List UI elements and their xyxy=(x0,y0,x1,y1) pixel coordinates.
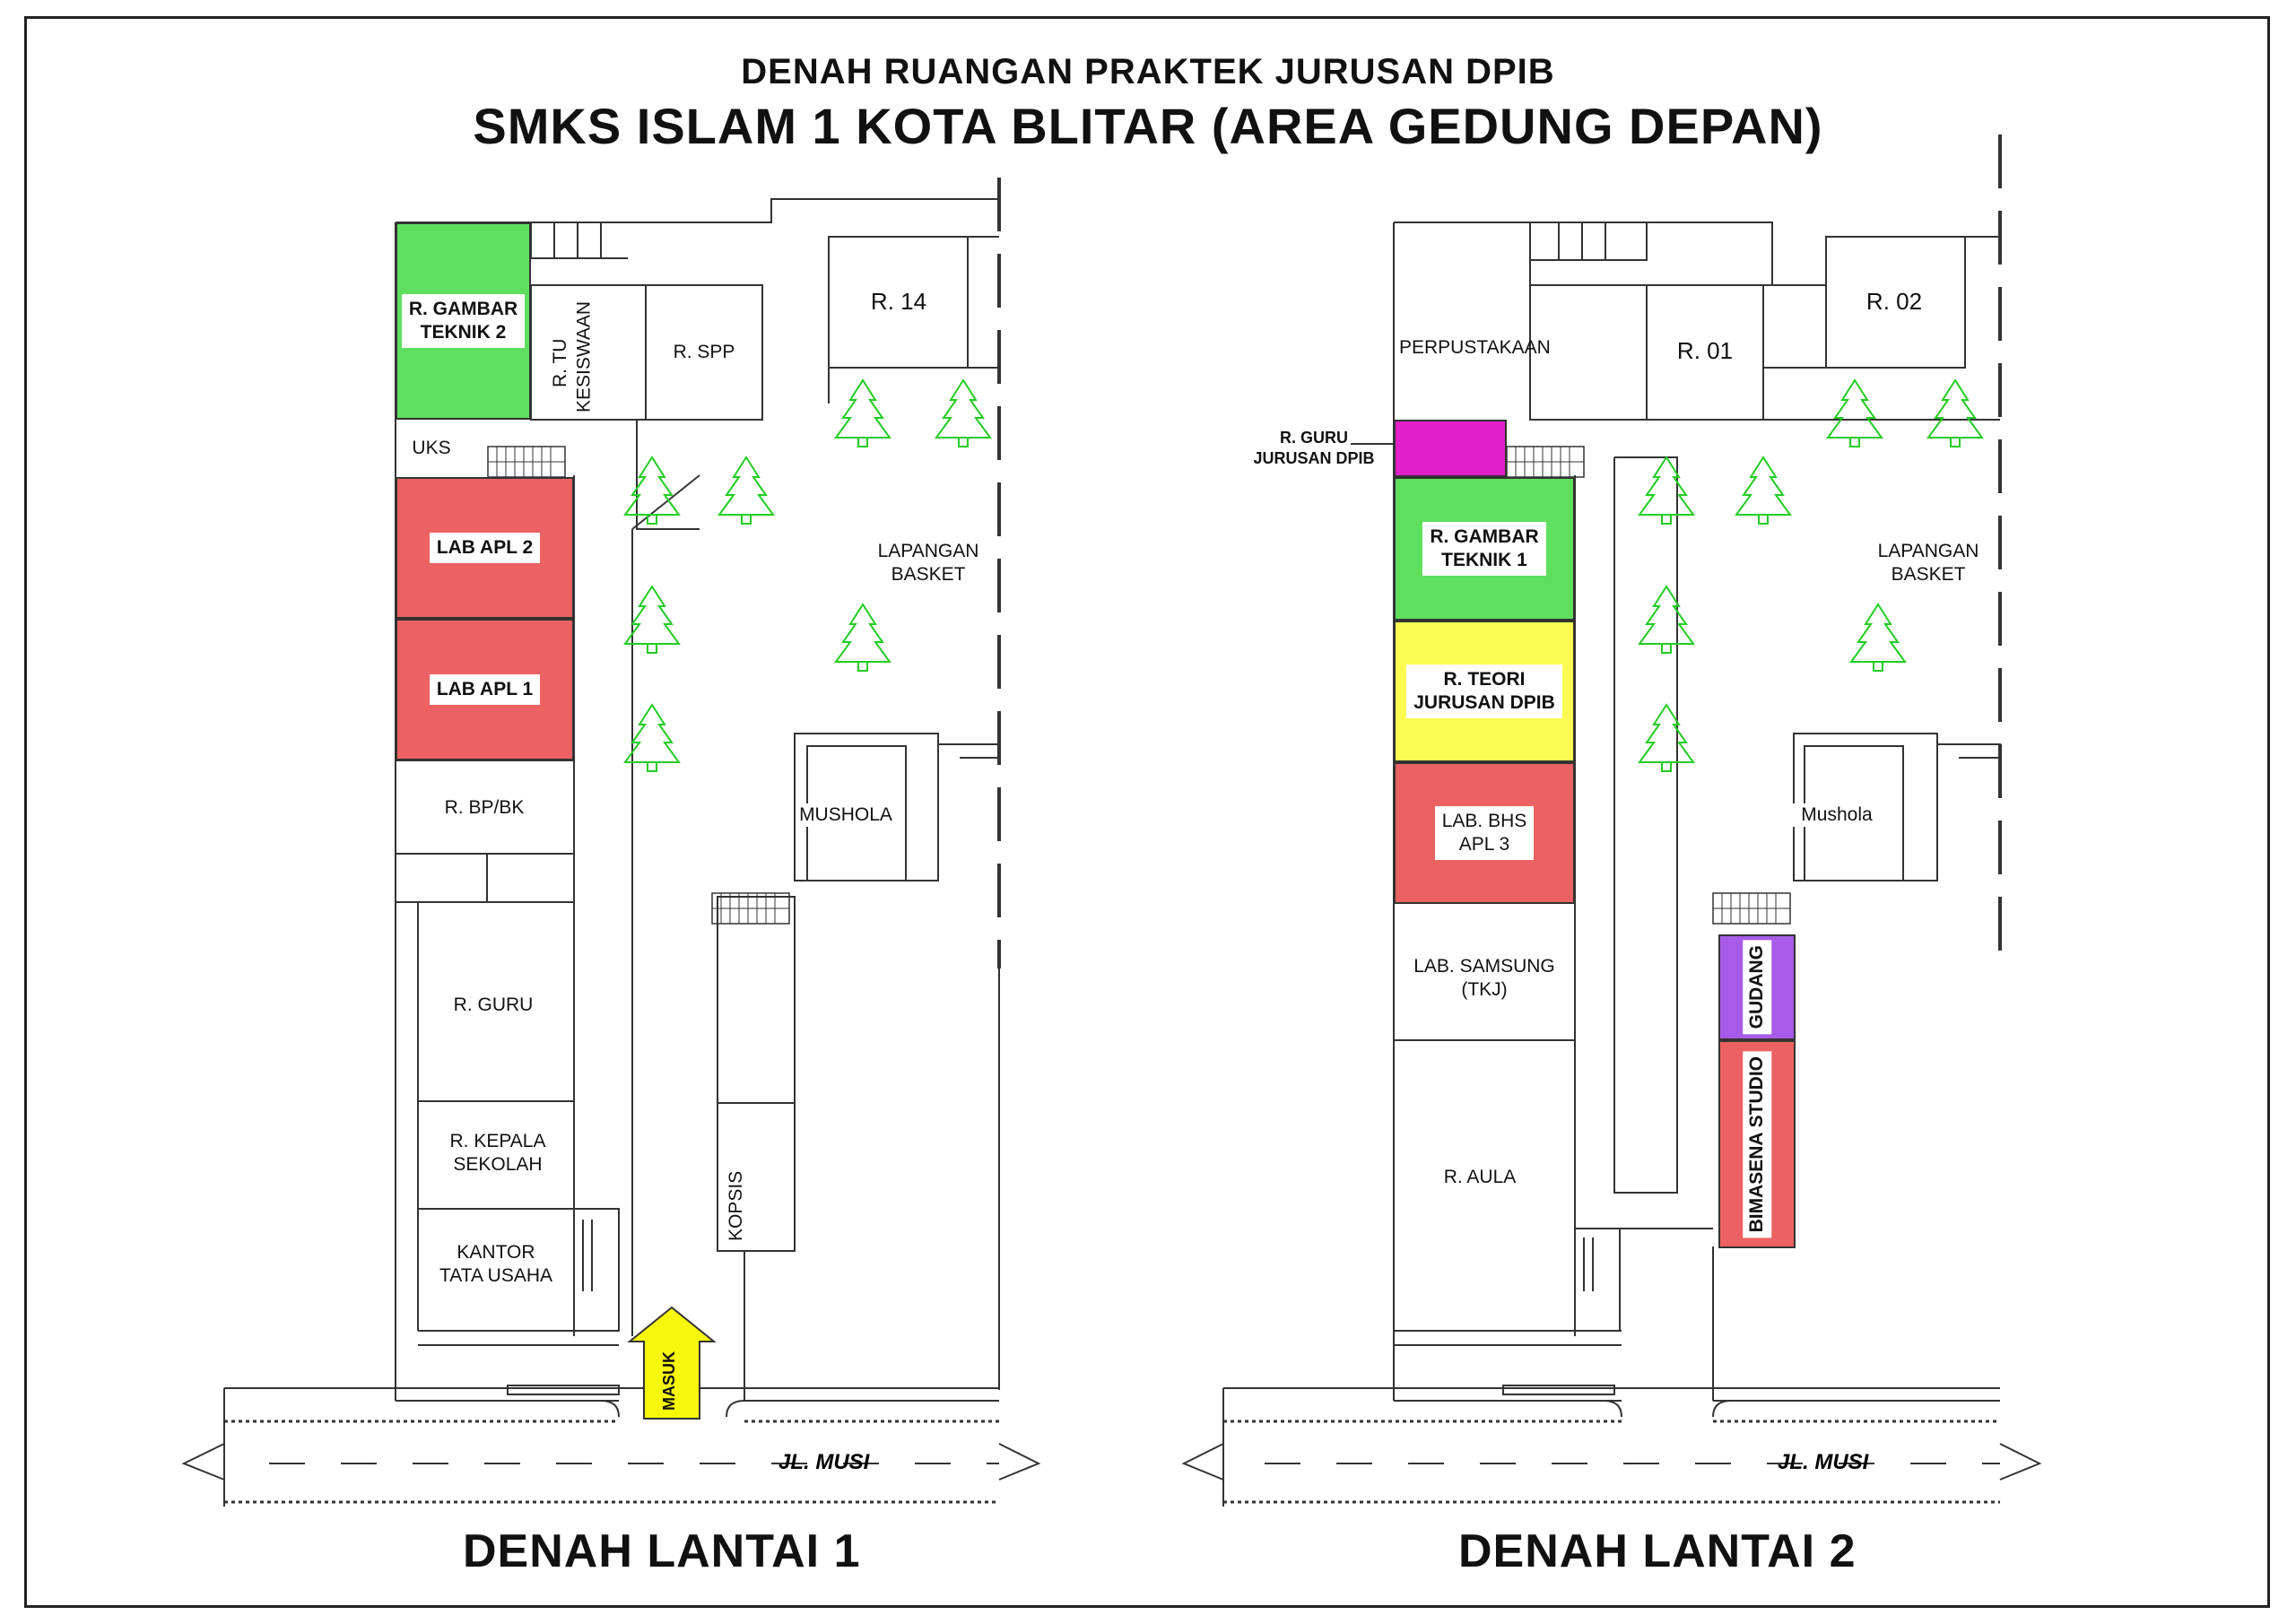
title-line-2: SMKS ISLAM 1 KOTA BLITAR (AREA GEDUNG DE… xyxy=(473,98,1823,154)
road-label-2: JL. MUSI xyxy=(1778,1450,1869,1474)
room-mushola-2: Mushola xyxy=(1792,803,1882,828)
room-r14: R. 14 xyxy=(870,288,927,315)
room-label: BIMASENA STUDIO xyxy=(1742,1050,1772,1238)
room-label: R. GAMBAR TEKNIK 1 xyxy=(1422,521,1546,577)
room-lab-samsung: LAB. SAMSUNG (TKJ) xyxy=(1413,956,1555,1001)
room-label: LAB APL 2 xyxy=(429,532,541,564)
room-label: R. TEORI JURUSAN DPIB xyxy=(1406,664,1562,719)
room-uks: UKS xyxy=(396,420,467,477)
room-label: LAB. BHS APL 3 xyxy=(1434,805,1535,861)
room-lab-apl-1: LAB APL 1 xyxy=(396,619,574,760)
room-spp: R. SPP xyxy=(673,342,735,362)
room-bimasena-studio: BIMASENA STUDIO xyxy=(1718,1040,1796,1248)
room-kantor-tata-usaha: KANTOR TATA USAHA xyxy=(439,1242,553,1287)
room-gambar-teknik-2: R. GAMBAR TEKNIK 2 xyxy=(396,222,531,420)
room-r02: R. 02 xyxy=(1866,288,1923,315)
room-aula: R. AULA xyxy=(1443,1167,1517,1187)
room-lab-apl-2: LAB APL 2 xyxy=(396,477,574,619)
room-kepala-sekolah: R. KEPALA SEKOLAH xyxy=(449,1131,546,1176)
road-label-1: JL. MUSI xyxy=(778,1450,870,1474)
room-label: R. GAMBAR TEKNIK 2 xyxy=(401,293,526,349)
room-lab-bhs-apl3: LAB. BHS APL 3 xyxy=(1394,762,1575,904)
room-teori-dpib: R. TEORI JURUSAN DPIB xyxy=(1394,621,1575,762)
floor2-road xyxy=(1181,1387,2042,1507)
room-bp-bk: R. BP/BK xyxy=(444,797,525,818)
room-perpustakaan: PERPUSTAKAAN xyxy=(1399,337,1551,358)
lapangan-basket-2: LAPANGAN BASKET xyxy=(1877,541,1979,586)
caption-floor-1: DENAH LANTAI 1 xyxy=(463,1525,861,1577)
room-label: UKS xyxy=(412,437,451,458)
floor1-road xyxy=(181,1387,1041,1507)
room-r01: R. 01 xyxy=(1676,337,1734,364)
room-gambar-teknik-1: R. GAMBAR TEKNIK 1 xyxy=(1394,477,1575,621)
drawing-frame xyxy=(24,16,2270,1608)
room-guru-dpib xyxy=(1394,420,1507,477)
room-mushola-1: MUSHOLA xyxy=(796,803,895,828)
title-line-1: DENAH RUANGAN PRAKTEK JURUSAN DPIB xyxy=(741,52,1555,91)
room-gudang: GUDANG xyxy=(1718,934,1796,1040)
room-label: GUDANG xyxy=(1742,940,1772,1035)
floor1-walls xyxy=(395,178,1001,1402)
lapangan-basket-1: LAPANGAN BASKET xyxy=(877,541,979,586)
room-label: LAB APL 1 xyxy=(429,673,541,706)
caption-floor-2: DENAH LANTAI 2 xyxy=(1458,1525,1857,1577)
masuk-arrow xyxy=(627,1306,717,1420)
label-guru-dpib: R. GURU JURUSAN DPIB xyxy=(1253,429,1375,467)
room-guru: R. GURU xyxy=(453,994,534,1015)
